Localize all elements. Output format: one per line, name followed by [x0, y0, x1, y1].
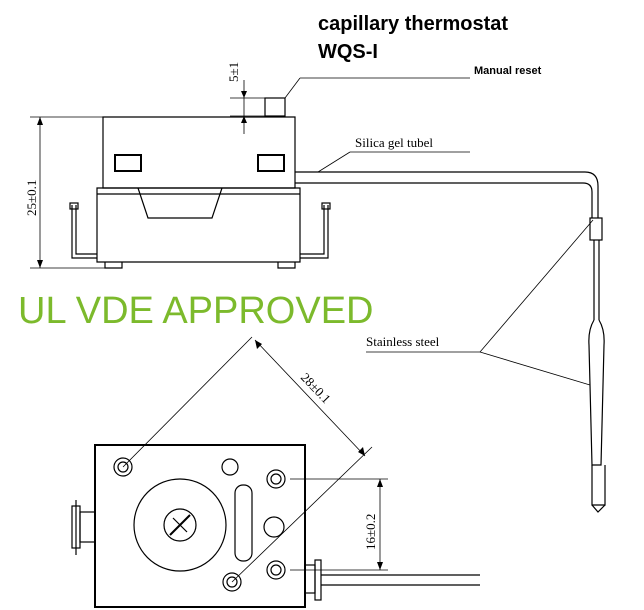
slot — [234, 484, 253, 562]
left-terminal — [71, 205, 97, 259]
top-view: 28±0.1 16±0.2 — [71, 336, 480, 608]
left-window — [114, 154, 142, 172]
right-terminal — [300, 205, 329, 259]
label-stainless: Stainless steel — [366, 334, 440, 349]
label-silica-gel: Silica gel tubel — [355, 135, 433, 150]
hole-top-right — [266, 469, 286, 489]
dim-16: 16±0.2 — [363, 514, 378, 550]
dim-25: 25±0.1 — [24, 180, 39, 216]
side-view: 5±1 25±0.1 Manual reset Silica gel tubel… — [24, 62, 606, 513]
right-window — [257, 154, 285, 172]
hole-top-left — [113, 457, 133, 477]
reset-button-shape — [264, 97, 286, 117]
label-manual-reset: Manual reset — [474, 65, 542, 77]
center-hole — [263, 516, 285, 538]
dim-5: 5±1 — [226, 62, 241, 82]
lower-body — [96, 187, 301, 263]
hole-top-mid — [221, 458, 239, 476]
approved-banner: UL VDE APPROVED — [18, 290, 374, 332]
top-body — [94, 444, 306, 608]
notch — [137, 187, 223, 219]
hole-bottom-left — [222, 572, 242, 592]
capillary-tube-inner — [295, 182, 593, 218]
hole-bottom-right — [266, 560, 286, 580]
sensor-bulb — [588, 319, 605, 466]
capillary-tube-outer — [295, 171, 599, 218]
dim-28: 28±0.1 — [298, 370, 334, 407]
dial-outer — [133, 478, 227, 572]
title-line2: WQS-I — [318, 41, 378, 63]
dial-screw — [163, 508, 197, 542]
title-line1: capillary thermostat — [318, 13, 508, 35]
upper-body — [102, 116, 296, 189]
